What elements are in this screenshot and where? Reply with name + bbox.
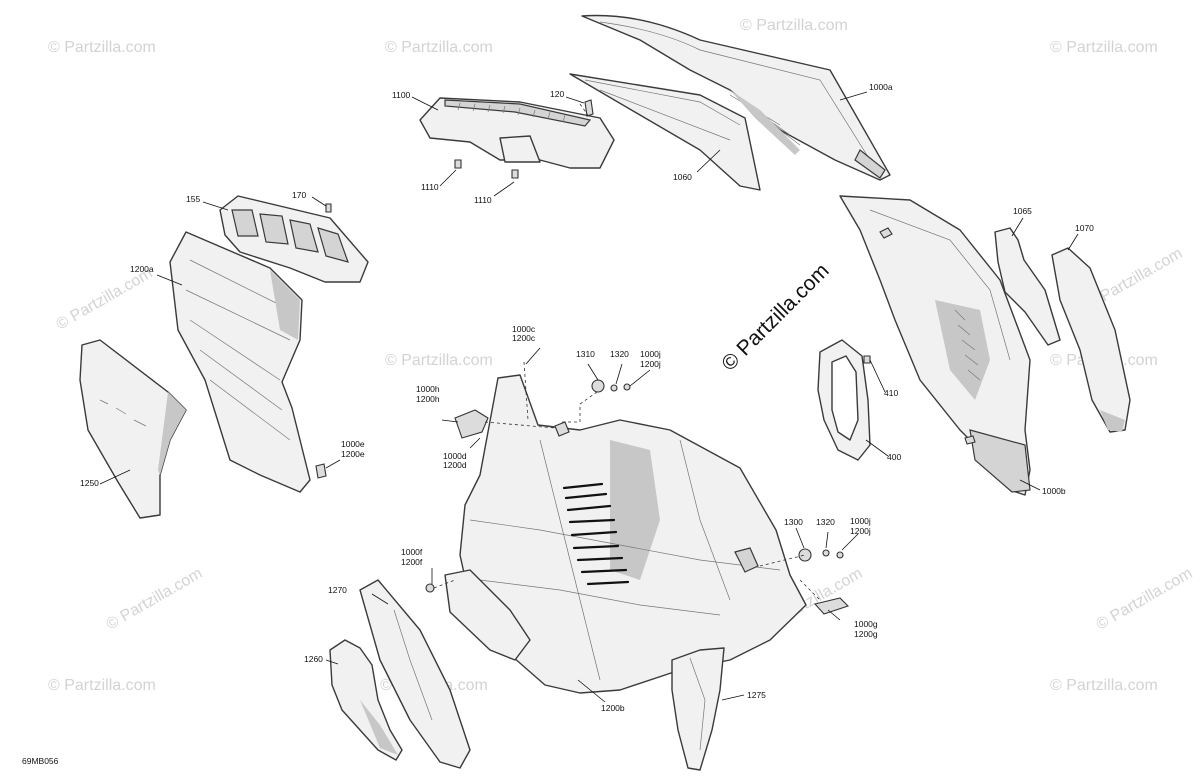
callout-1260: 1260 xyxy=(304,654,323,664)
callout-400: 400 xyxy=(887,452,901,462)
callout-1070: 1070 xyxy=(1075,223,1094,233)
callout-1200j: 1200j xyxy=(640,359,661,369)
callout-120: 120 xyxy=(550,89,564,99)
callout-1000j: 1000j xyxy=(850,516,871,526)
callout-155: 155 xyxy=(186,194,200,204)
callout-1200b: 1200b xyxy=(601,703,625,713)
leader-lines xyxy=(99,91,1079,703)
callout-1200j: 1200j xyxy=(850,526,871,536)
callout-1200c: 1200c xyxy=(512,333,536,343)
callout-1200e: 1200e xyxy=(341,449,365,459)
watermark: © Partzilla.com xyxy=(740,17,848,34)
callout-1320: 1320 xyxy=(610,349,629,359)
callout-1320: 1320 xyxy=(816,517,835,527)
watermark: © Partzilla.com xyxy=(1050,39,1158,56)
watermark: © Partzilla.com xyxy=(104,565,206,634)
part-1275-lower-panel xyxy=(671,647,725,771)
part-1260-foam-block xyxy=(329,639,403,761)
watermark: © Partzilla.com xyxy=(1094,565,1196,634)
watermark: © Partzilla.com xyxy=(48,39,156,56)
watermark: © Partzilla.com xyxy=(54,265,156,334)
part-1100-intake xyxy=(419,97,615,169)
callout-labels: 1000a 1060 1100 120 1110 1110 155 170 12… xyxy=(80,82,1094,713)
watermark: © Partzilla.com xyxy=(1050,677,1158,694)
part-1200b-center-panel xyxy=(444,374,807,694)
part-1200a-left-panel xyxy=(169,231,311,493)
part-1270-side-strip xyxy=(359,579,471,769)
callout-1000g: 1000g xyxy=(854,619,878,629)
callout-1200d: 1200d xyxy=(443,460,467,470)
callout-1000d: 1000d xyxy=(443,451,467,461)
callout-1100: 1100 xyxy=(392,90,411,100)
part-1060-side-panel xyxy=(569,73,761,191)
part-1000b-right-panel xyxy=(839,195,1031,496)
callout-1000j: 1000j xyxy=(640,349,661,359)
callout-1270: 1270 xyxy=(328,585,347,595)
callout-1000f: 1000f xyxy=(401,547,423,557)
callout-1060: 1060 xyxy=(673,172,692,182)
callout-1000b: 1000b xyxy=(1042,486,1066,496)
callout-1065: 1065 xyxy=(1013,206,1032,216)
callout-1110: 1110 xyxy=(474,195,492,205)
part-1070-trim xyxy=(1051,247,1131,433)
partzilla-watermark: © Partzilla.com xyxy=(717,259,833,375)
part-1065-bracket xyxy=(994,227,1061,346)
install-paths xyxy=(433,103,821,601)
callout-1000a: 1000a xyxy=(869,82,893,92)
part-1000a-top-panel xyxy=(581,14,891,181)
callout-1000h: 1000h xyxy=(416,384,440,394)
callout-1000c: 1000c xyxy=(512,324,536,334)
callout-1275: 1275 xyxy=(747,690,766,700)
callout-1200f: 1200f xyxy=(401,557,423,567)
callout-410: 410 xyxy=(884,388,898,398)
hardware xyxy=(315,159,976,615)
callout-1250: 1250 xyxy=(80,478,99,488)
callout-1200g: 1200g xyxy=(854,629,878,639)
callout-1110: 1110 xyxy=(421,182,439,192)
callout-170: 170 xyxy=(292,190,306,200)
part-1250-lower-left-panel xyxy=(79,339,187,519)
callout-1310: 1310 xyxy=(576,349,595,359)
callout-1200a: 1200a xyxy=(130,264,154,274)
watermark: © Partzilla.com xyxy=(48,677,156,694)
callout-1300: 1300 xyxy=(784,517,803,527)
callout-1200h: 1200h xyxy=(416,394,440,404)
drawing-code: 69MB056 xyxy=(22,756,59,766)
part-400-vent-ring xyxy=(817,339,871,461)
callout-1000e: 1000e xyxy=(341,439,365,449)
watermark: © Partzilla.com xyxy=(385,39,493,56)
watermark: © Partzilla.com xyxy=(385,352,493,369)
part-155-vent xyxy=(219,195,369,283)
